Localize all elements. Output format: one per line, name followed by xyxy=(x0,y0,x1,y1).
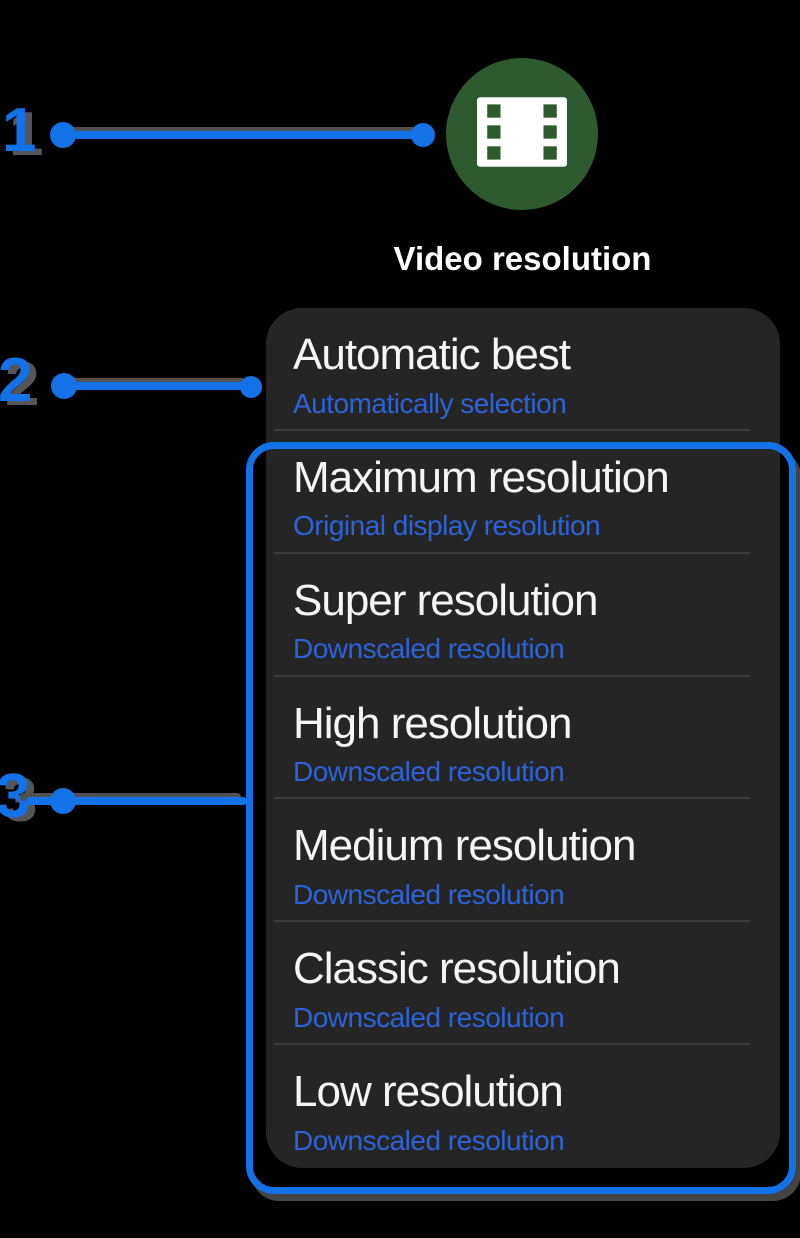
option-subtitle: Downscaled resolution xyxy=(293,1001,565,1033)
list-item-low-resolution[interactable]: Low resolution Downscaled resolution xyxy=(266,1045,780,1168)
annotation-3-connector-line xyxy=(26,797,247,805)
annotation-1-line-end-dot xyxy=(411,123,435,147)
option-subtitle: Downscaled resolution xyxy=(293,879,565,911)
annotation-2-connector-line xyxy=(60,382,252,390)
option-subtitle: Downscaled resolution xyxy=(293,756,565,788)
annotation-2-line-start-dot xyxy=(51,373,77,399)
annotation-3-label: 3 xyxy=(0,762,31,831)
annotation-1-line-start-dot xyxy=(50,122,76,148)
option-subtitle: Original display resolution xyxy=(293,510,601,542)
option-title: High resolution xyxy=(293,698,573,748)
list-item-classic-resolution[interactable]: Classic resolution Downscaled resolution xyxy=(266,922,780,1046)
option-title: Low resolution xyxy=(293,1067,564,1117)
annotation-1-label: 1 xyxy=(2,96,37,165)
option-title: Classic resolution xyxy=(293,944,621,994)
film-icon xyxy=(477,96,567,172)
list-item-maximum-resolution[interactable]: Maximum resolution Original display reso… xyxy=(266,431,780,554)
video-resolution-icon-circle xyxy=(446,58,598,210)
option-title: Maximum resolution xyxy=(293,452,670,502)
option-subtitle: Downscaled resolution xyxy=(293,633,565,665)
option-title: Super resolution xyxy=(293,575,598,625)
annotation-3-line-start-dot xyxy=(50,788,76,814)
annotation-2-label: 2 xyxy=(0,346,33,415)
option-title: Automatic best xyxy=(293,330,571,379)
annotation-2-line-end-dot xyxy=(240,376,262,398)
option-subtitle: Downscaled resolution xyxy=(293,1124,565,1156)
list-item-medium-resolution[interactable]: Medium resolution Downscaled resolution xyxy=(266,799,780,923)
option-subtitle: Automatically selection xyxy=(293,387,567,419)
list-item-high-resolution[interactable]: High resolution Downscaled resolution xyxy=(266,677,780,800)
resolution-options-panel: Automatic best Automatically selection M… xyxy=(266,308,780,1168)
option-title: Medium resolution xyxy=(293,821,637,871)
list-item-automatic-best[interactable]: Automatic best Automatically selection xyxy=(266,308,780,431)
dialog-title: Video resolution xyxy=(393,240,652,277)
annotation-1-connector-line xyxy=(63,131,425,139)
list-item-super-resolution[interactable]: Super resolution Downscaled resolution xyxy=(266,554,780,677)
